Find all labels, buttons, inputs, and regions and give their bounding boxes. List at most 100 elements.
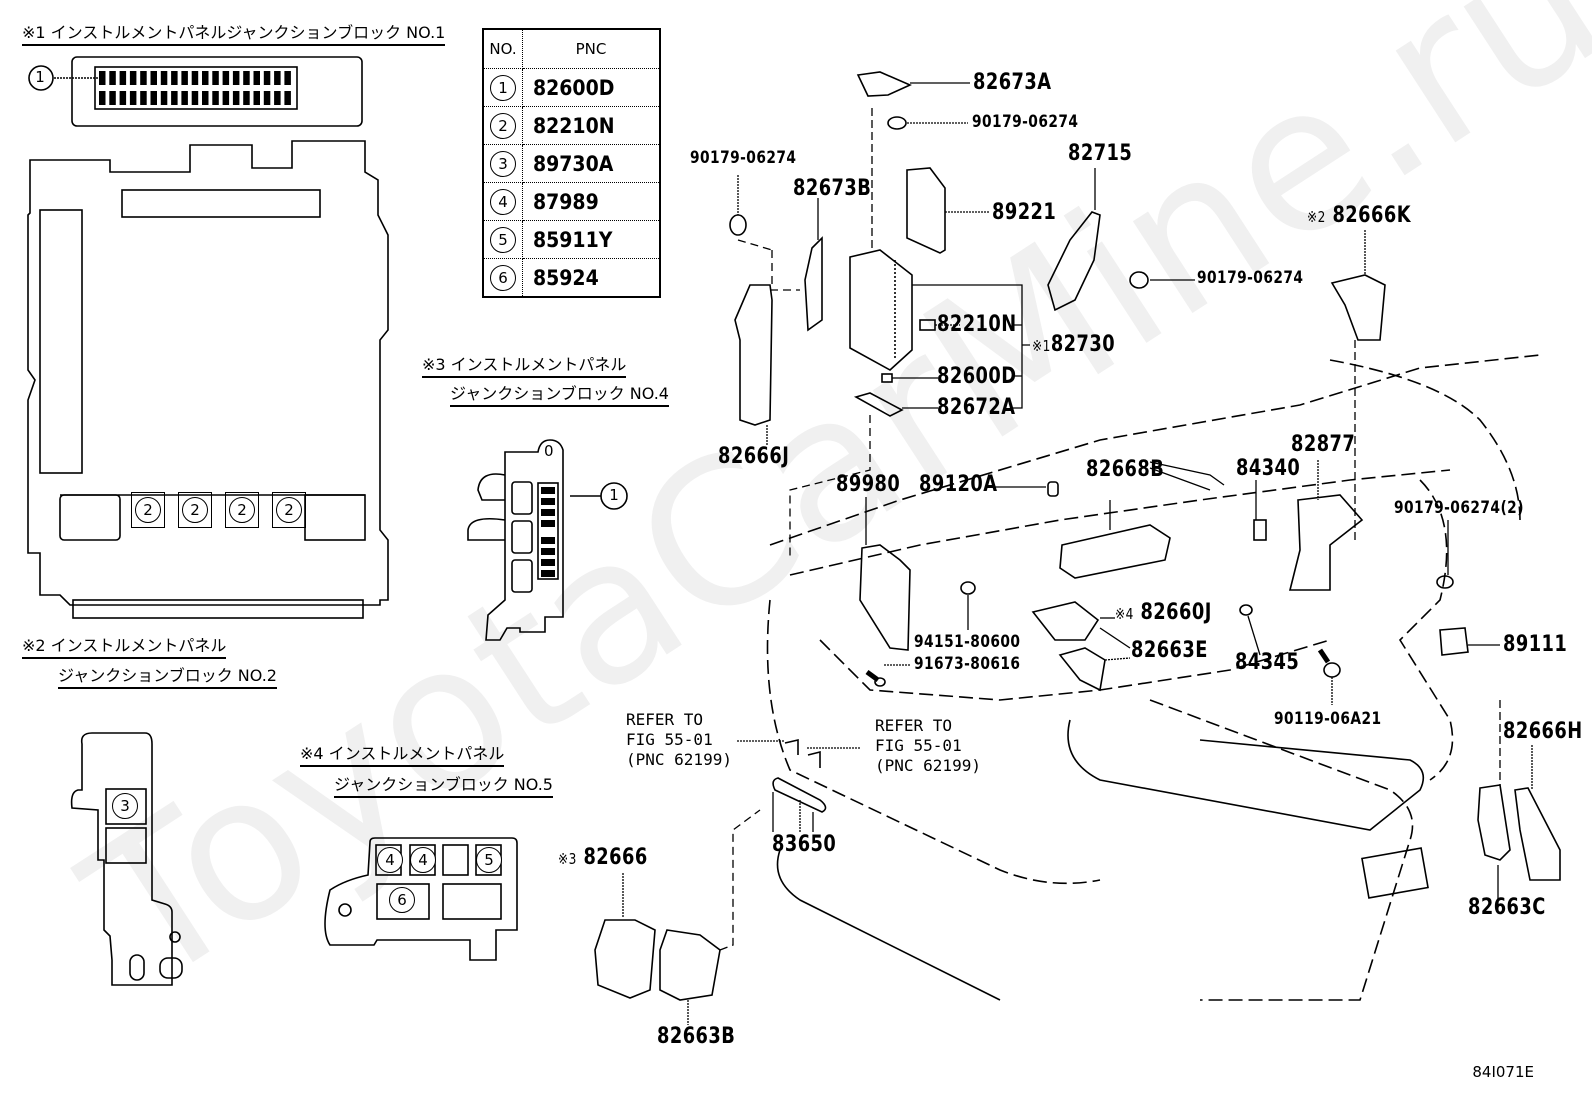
connector-pin	[140, 71, 147, 85]
part-label-89111[interactable]: 89111	[1503, 632, 1568, 657]
connector-pin	[232, 71, 240, 85]
part-label-89221[interactable]: 89221	[992, 200, 1057, 225]
jb2-title-line2: ジャンクションブロック NO.2	[58, 667, 277, 689]
part-label-82660J[interactable]: ※4 82660J	[1115, 602, 1212, 624]
jb4-title-line1: ※3 インストルメントパネル	[422, 356, 627, 378]
part-90179-left-sketch	[729, 214, 747, 236]
part-label-82663C[interactable]: 82663C	[1468, 895, 1546, 920]
part-label-82666K[interactable]: ※2 82666K	[1307, 205, 1411, 227]
part-label-89120A[interactable]: 89120A	[919, 472, 998, 497]
part-91673-sketch	[865, 669, 886, 687]
connector-pin	[263, 71, 271, 85]
connector-pin	[160, 71, 168, 85]
part-label-82666[interactable]: ※3 82666	[558, 847, 648, 869]
connector-pin	[150, 71, 157, 85]
jb2-body	[70, 732, 183, 986]
connector-pin	[541, 537, 555, 544]
part-label-82663E[interactable]: 82663E	[1131, 638, 1208, 663]
header-pnc: PNC	[522, 28, 661, 69]
refer-to-fig-right[interactable]: REFER TO FIG 55-01 (PNC 62199)	[875, 716, 981, 775]
connector-pin	[181, 71, 188, 85]
part-82673B-sketch	[804, 236, 823, 332]
jb2-callout: 3	[112, 793, 138, 819]
part-label-82715[interactable]: 82715	[1068, 141, 1133, 166]
row-number: 3	[490, 150, 516, 177]
part-number: 82666	[583, 845, 648, 870]
connector-pin	[191, 71, 199, 85]
connector-pin	[191, 91, 199, 105]
connector-pin	[160, 91, 168, 105]
part-label-90179-06274-2[interactable]: 90179-06274(2)	[1394, 498, 1524, 518]
part-label-82600D[interactable]: 82600D	[937, 364, 1017, 389]
part-label-82673A[interactable]: 82673A	[973, 70, 1052, 95]
part-label-82663B[interactable]: 82663B	[657, 1024, 736, 1049]
part-label-91673-80616[interactable]: 91673-80616	[914, 654, 1021, 674]
connector-pin	[541, 570, 555, 577]
part-label-82730[interactable]: ※182730	[1032, 334, 1115, 356]
jb5-slot-bottom-label: 6	[389, 887, 415, 913]
connector-pin	[541, 509, 555, 516]
connector-pin	[541, 498, 555, 505]
jb4-callout: 1	[609, 486, 619, 504]
connector-pin	[253, 71, 260, 85]
jb1-slot-label: 2	[182, 497, 208, 523]
part-label-82666J[interactable]: 82666J	[718, 444, 790, 469]
jb4-boss-label: 0	[544, 442, 554, 460]
connector-pin	[541, 487, 555, 494]
part-82715-sketch	[1047, 211, 1101, 312]
part-82673A-sketch	[856, 71, 912, 97]
header-no: NO.	[482, 28, 523, 69]
jb4-body	[467, 439, 628, 641]
row-pnc[interactable]: 85924	[522, 258, 661, 298]
row-number: 2	[490, 112, 516, 139]
part-label-82210N[interactable]: 82210N	[937, 312, 1017, 337]
row-pnc[interactable]: 87989	[522, 182, 661, 221]
part-number: 82730	[1050, 332, 1116, 357]
refer-to-fig-left[interactable]: REFER TO FIG 55-01 (PNC 62199)	[626, 710, 732, 769]
part-82666K-sketch	[1330, 274, 1386, 341]
part-label-82673B[interactable]: 82673B	[793, 176, 872, 201]
connector-pin	[222, 71, 230, 85]
part-label-82672A[interactable]: 82672A	[937, 395, 1016, 420]
row-pnc[interactable]: 85911Y	[522, 220, 661, 259]
connector-pin	[212, 71, 219, 85]
part-label-84345[interactable]: 84345	[1235, 650, 1300, 675]
part-label-90179-06274-right[interactable]: 90179-06274	[1197, 268, 1304, 288]
jb1-slot: 2	[178, 492, 212, 528]
part-number: 82666K	[1332, 203, 1411, 228]
jb1-slot: 2	[272, 492, 306, 528]
part-label-90119-06A21[interactable]: 90119-06A21	[1274, 709, 1382, 729]
connector-pin	[129, 71, 137, 85]
row-pnc[interactable]: 82600D	[522, 68, 661, 107]
note-mark: ※2	[1307, 208, 1326, 226]
row-pnc[interactable]: 82210N	[522, 106, 661, 145]
part-label-82877[interactable]: 82877	[1291, 432, 1356, 457]
row-number: 6	[490, 264, 516, 291]
note-mark: ※3	[558, 850, 577, 868]
jb1-slot: 2	[225, 492, 259, 528]
connector-pin	[541, 548, 555, 555]
row-pnc[interactable]: 89730A	[522, 144, 661, 183]
part-label-90179-06274-left[interactable]: 90179-06274	[690, 148, 797, 168]
console-outline	[776, 719, 1429, 1001]
connector-pin	[109, 71, 116, 85]
connector-pin	[541, 520, 555, 527]
part-label-89980[interactable]: 89980	[836, 472, 901, 497]
jb1-connector-view	[28, 56, 363, 127]
connector-pin	[99, 91, 106, 105]
part-label-84340[interactable]: 84340	[1236, 456, 1301, 481]
part-label-83650[interactable]: 83650	[772, 832, 837, 857]
jb1-title: ※1 インストルメントパネルジャンクションブロック NO.1	[22, 24, 446, 46]
part-number: 82660J	[1140, 600, 1212, 625]
part-label-82666H[interactable]: 82666H	[1503, 719, 1583, 744]
row-number: 4	[490, 188, 516, 215]
part-label-90179-06274-top[interactable]: 90179-06274	[972, 112, 1079, 132]
part-label-82668B[interactable]: 82668B	[1086, 457, 1165, 482]
connector-pin	[243, 71, 250, 85]
part-label-94151-80600[interactable]: 94151-80600	[914, 632, 1021, 652]
row-number: 1	[490, 74, 516, 101]
